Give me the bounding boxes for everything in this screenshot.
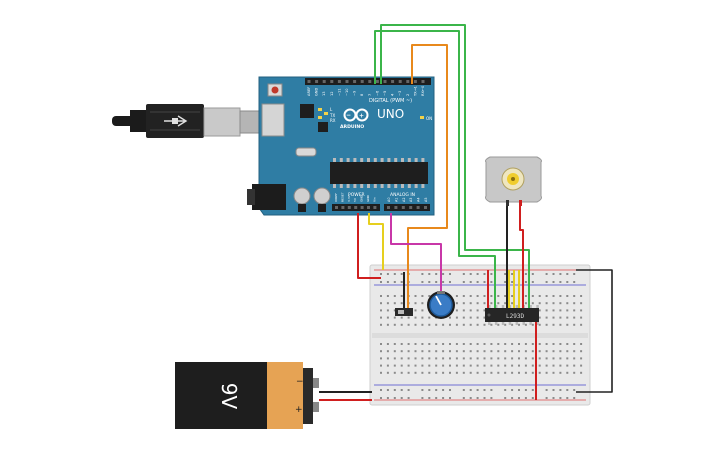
digital-pin-label: ~3	[398, 91, 402, 96]
l293d-chip[interactable]: L293D	[485, 305, 539, 325]
power-label: POWER	[348, 192, 365, 198]
wire-orange	[407, 44, 448, 308]
digital-pin-label: 13	[322, 91, 326, 96]
digital-pin-label: GND	[315, 88, 319, 96]
power-jack[interactable]	[252, 184, 286, 210]
digital-pin-label: ~9	[353, 90, 357, 96]
analog-pin-label: A5	[424, 198, 428, 202]
digital-pin-label: TX→1	[413, 86, 417, 97]
usb-cable[interactable]	[112, 104, 267, 138]
dc-motor[interactable]	[485, 156, 542, 206]
svg-text:−: −	[346, 112, 351, 119]
potentiometer[interactable]	[427, 291, 455, 319]
led-label-rx: RX	[330, 118, 336, 123]
digital-pin-label: ~5	[383, 91, 387, 96]
digital-pin-label: 4	[391, 93, 395, 96]
on-label: ON	[426, 116, 432, 121]
digital-pin-label: 2	[406, 94, 410, 96]
atmega-chip	[330, 162, 428, 184]
analog-header	[384, 204, 430, 211]
wire-motor-red	[519, 206, 524, 308]
digital-header-label: DIGITAL (PWM ~)	[369, 98, 412, 104]
analog-pin-label: A2	[402, 198, 406, 202]
logo-text: ARDUINO	[340, 124, 364, 130]
wire-green-1	[380, 24, 530, 308]
wires[interactable]	[319, 24, 613, 401]
digital-pin-label: 12	[330, 91, 334, 96]
led-label-l: L	[330, 107, 333, 112]
led-label-tx: TX	[329, 113, 335, 118]
battery-label: 9V	[217, 383, 241, 410]
analog-pin-label: A3	[409, 198, 413, 202]
power-pin-label: GND	[360, 194, 364, 202]
status-leds: L TX RX ON	[318, 107, 432, 123]
slide-switch[interactable]	[395, 308, 413, 316]
battery-9v[interactable]: 9V − +	[175, 362, 319, 429]
power-pin-label: IOREF	[334, 193, 338, 202]
analog-label: ANALOG IN	[390, 192, 415, 198]
power-pin-label: 3.3V	[347, 194, 351, 202]
svg-text:+: +	[359, 113, 364, 120]
chip-label: L293D	[506, 313, 524, 320]
digital-pin-label: ~10	[345, 88, 349, 96]
wire-black-rail	[576, 269, 613, 393]
power-pin-label: GND	[366, 194, 370, 202]
analog-pin-label: A0	[387, 198, 391, 202]
power-pin-label: RESET	[340, 192, 344, 202]
digital-pin-label: AREF	[307, 87, 311, 96]
power-pin-label: 5V	[353, 197, 357, 202]
wire-yellow-gnd	[368, 213, 384, 270]
digital-pin-label: RX←0	[421, 85, 425, 96]
digital-pin-label: ~11	[337, 88, 341, 96]
uno-text: UNO	[377, 107, 404, 121]
digital-header	[305, 78, 431, 85]
battery-minus: −	[296, 377, 304, 387]
digital-pin-label: 7	[368, 94, 372, 96]
battery-plus: +	[295, 405, 303, 415]
analog-pin-label: A1	[394, 198, 398, 202]
power-pin-label: Vin	[372, 197, 376, 202]
wire-red-5v	[357, 213, 381, 279]
digital-pin-label: 8	[360, 93, 364, 96]
wire-magenta	[390, 213, 442, 291]
wire-green-2	[374, 30, 496, 308]
arduino-logo: − + ARDUINO	[340, 108, 369, 130]
usb-port	[261, 103, 285, 137]
digital-pin-label: ~6	[375, 90, 379, 96]
analog-pin-label: A4	[417, 198, 421, 202]
